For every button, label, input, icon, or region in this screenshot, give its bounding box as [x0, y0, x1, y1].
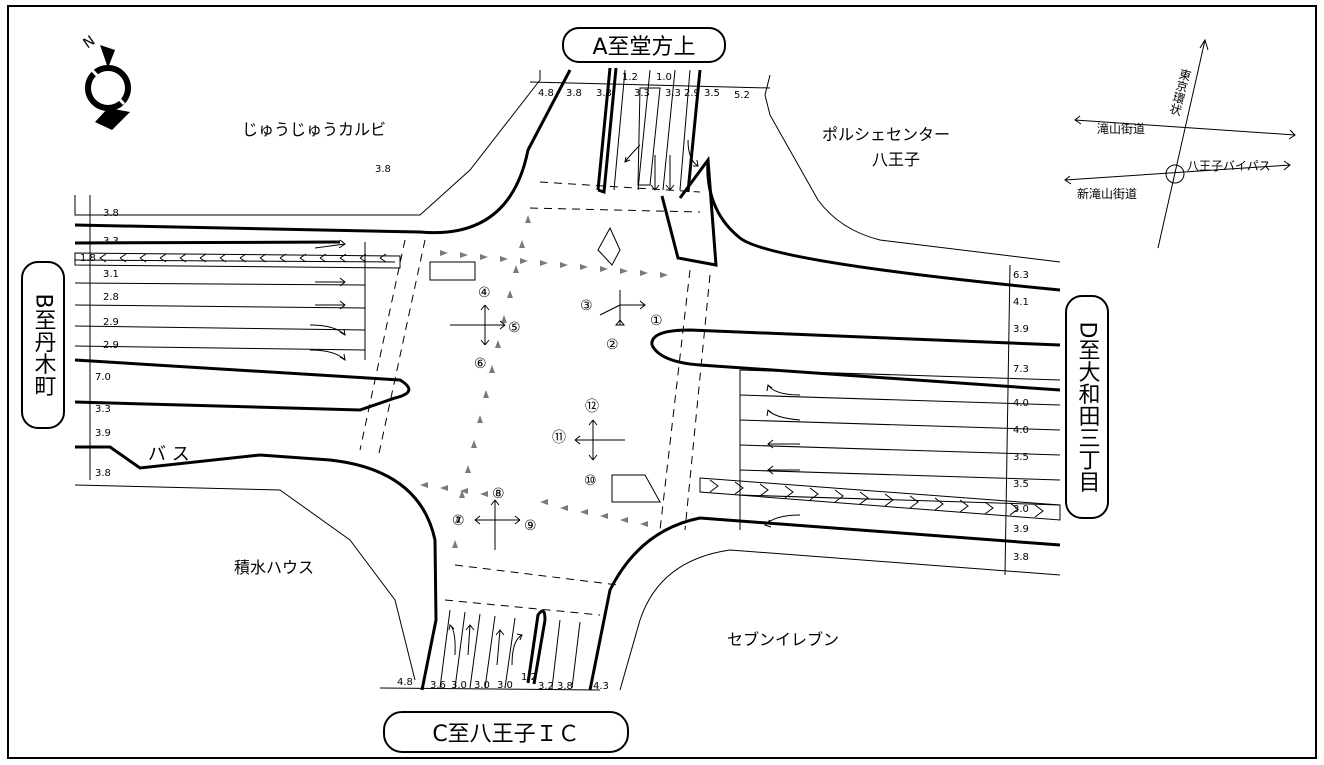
lane-width: 5.2 — [734, 90, 750, 101]
lane-width: 7.3 — [1013, 364, 1029, 375]
movement-crosses — [450, 290, 646, 550]
lane-width: 4.0 — [1013, 398, 1029, 409]
lane-widths-west: 3.8 3.3 1.8 3.1 2.8 2.9 2.9 7.0 3.3 3.9 … — [80, 208, 119, 479]
lane-width: 3.9 — [1013, 324, 1029, 335]
lane-width: 4.8 — [397, 677, 413, 688]
lane-width: 3.2 — [538, 681, 554, 692]
movement-9: ⑨ — [524, 518, 537, 534]
lane-width: 3.0 — [451, 680, 467, 691]
movement-6: ⑥ — [474, 356, 487, 372]
lane-width: 7.0 — [95, 372, 111, 383]
movement-5: ⑤ — [508, 320, 521, 336]
lane-widths-north: 4.8 3.8 3.3 1.2 3.3 1.0 3.3 2.9 3.5 5.2 … — [375, 72, 750, 175]
movement-10: ⑩ — [584, 473, 597, 489]
lane-width: 3.1 — [103, 269, 119, 280]
lane-width: 3.3 — [665, 88, 681, 99]
building-ne-1: ポルシェセンター — [822, 125, 950, 144]
lane-width: 3.8 — [557, 681, 573, 692]
lane-width: 1.2 — [521, 672, 537, 683]
lane-width: 2.9 — [103, 317, 119, 328]
lane-width: 3.8 — [1013, 552, 1029, 563]
approach-d-label: D至大和田三丁目 — [1075, 322, 1101, 493]
approach-labels — [21, 27, 1109, 753]
hatch-zones — [74, 87, 1061, 521]
lane-width: 3.8 — [375, 164, 391, 175]
frame — [7, 5, 1317, 759]
lane-width: 6.3 — [1013, 270, 1029, 281]
approach-a-label: A至堂方上 — [592, 35, 695, 60]
lane-width: 4.3 — [593, 681, 609, 692]
bus-lane-label: バ ス — [148, 444, 190, 465]
movement-11: ⑪ — [552, 430, 566, 446]
lane-width: 3.8 — [95, 468, 111, 479]
lane-width: 1.2 — [622, 72, 638, 83]
movement-2: ② — [606, 337, 619, 353]
lane-width: 3.3 — [634, 88, 650, 99]
movement-8: ⑧ — [492, 486, 505, 502]
movement-1: ① — [650, 313, 663, 329]
lane-widths-east: 6.3 4.1 3.9 7.3 4.0 4.0 3.5 3.5 3.0 3.9 … — [1013, 270, 1029, 563]
approach-c-label: C至八王子ＩＣ — [432, 722, 579, 747]
movement-7: ⑦ — [452, 513, 465, 529]
approach-b-label: B至丹木町 — [31, 293, 57, 396]
lane-width: 3.5 — [1013, 479, 1029, 490]
curbs — [74, 67, 1061, 691]
inset-road-w1: 滝山街道 — [1097, 122, 1145, 136]
lane-width: 4.0 — [1013, 425, 1029, 436]
lane-width: 2.9 — [684, 88, 700, 99]
building-sw: 積水ハウス — [234, 558, 314, 577]
lane-arrows — [309, 139, 801, 666]
lane-width: 3.5 — [1013, 452, 1029, 463]
lane-width: 2.8 — [103, 292, 119, 303]
movement-12: ⑫ — [585, 399, 599, 415]
lane-width: 3.0 — [1013, 504, 1029, 515]
property-lines — [74, 70, 1061, 691]
lane-width: 3.9 — [1013, 524, 1029, 535]
lane-width: 4.1 — [1013, 297, 1029, 308]
movement-4: ④ — [478, 285, 491, 301]
lane-width: 2.9 — [103, 340, 119, 351]
compass-icon — [85, 45, 131, 130]
building-ne-2: 八王子 — [872, 150, 920, 169]
lane-width: 3.5 — [704, 88, 720, 99]
lane-width: 1.8 — [80, 253, 96, 264]
lane-width: 3.3 — [103, 236, 119, 247]
lane-width: 3.0 — [474, 680, 490, 691]
lane-width: 3.6 — [430, 680, 446, 691]
pedestrian-paths — [420, 215, 668, 548]
lane-width: 4.8 — [538, 88, 554, 99]
lane-widths-south: 4.8 3.6 3.0 3.0 3.0 1.2 3.2 3.8 4.3 — [397, 672, 609, 692]
inset-road-e: 八王子バイパス — [1187, 159, 1271, 173]
lane-width: 3.3 — [596, 88, 612, 99]
crosswalk-lines — [359, 181, 711, 616]
lane-width: 3.9 — [95, 428, 111, 439]
lane-lines — [74, 69, 1061, 691]
inset-road-w2: 新滝山街道 — [1077, 186, 1137, 201]
compass-letter: N — [80, 33, 98, 52]
lane-width: 1.0 — [656, 72, 672, 83]
building-nw: じゅうじゅうカルビ — [242, 120, 386, 139]
inset-map — [1064, 38, 1296, 249]
building-se: セブンイレブン — [727, 630, 839, 649]
lane-width: 3.8 — [103, 208, 119, 219]
lane-width: 3.8 — [566, 88, 582, 99]
lane-width: 3.3 — [95, 404, 111, 415]
lane-width: 3.0 — [497, 680, 513, 691]
movement-3: ③ — [580, 298, 593, 314]
